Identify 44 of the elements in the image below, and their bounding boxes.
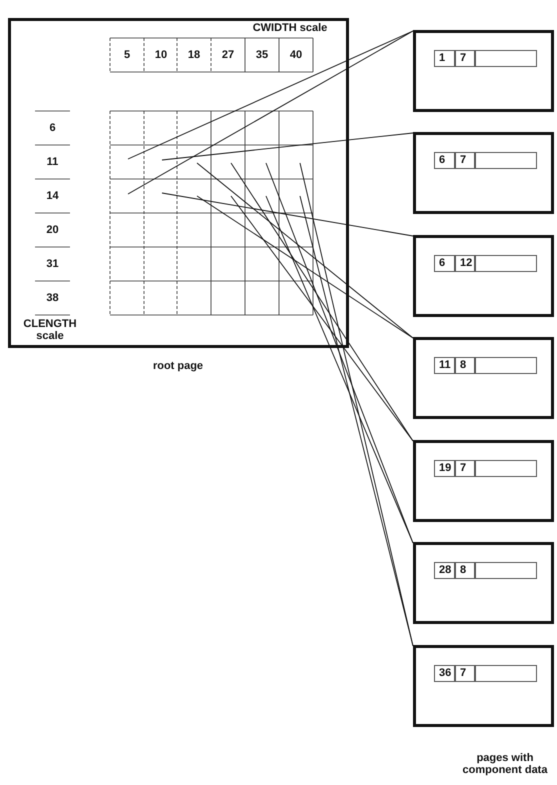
- connector-line: [162, 192, 414, 236]
- scale-value: 5: [122, 49, 132, 61]
- scale-label: CWIDTH scale: [252, 22, 328, 34]
- record-field: 6: [434, 152, 455, 169]
- connector-line: [162, 132, 414, 160]
- page-box: [413, 30, 554, 112]
- scale-label: CLENGTH scale: [22, 318, 78, 342]
- connector-line: [128, 30, 414, 194]
- page-box: [413, 337, 554, 419]
- page-caption: root page: [152, 360, 204, 372]
- page-box: [413, 132, 554, 214]
- caption: pages with component data: [462, 752, 548, 776]
- root-page-box: [8, 18, 349, 348]
- scale-value: 31: [45, 258, 60, 270]
- record-field: 7: [455, 50, 475, 67]
- scale-value: 10: [154, 49, 168, 61]
- record-field: 1: [434, 50, 455, 67]
- record-field: 7: [455, 460, 475, 477]
- record-field: 8: [455, 357, 475, 374]
- scale-value: 27: [220, 49, 236, 61]
- scale-value: 40: [288, 49, 304, 61]
- scale-value: 6: [48, 122, 57, 134]
- scale-value: 35: [254, 49, 270, 61]
- connector-line: [196, 196, 414, 338]
- scale-value: 38: [45, 292, 60, 304]
- record-field: 8: [455, 562, 475, 579]
- connector-line: [128, 30, 414, 160]
- record-field: 12: [455, 255, 475, 272]
- scale-value: 18: [186, 49, 202, 61]
- connector-line: [196, 162, 414, 338]
- scale-value: 20: [45, 224, 60, 236]
- scale-value: 14: [45, 190, 60, 202]
- record-field: 7: [455, 152, 475, 169]
- record-field: 28: [434, 562, 455, 579]
- record-field: 6: [434, 255, 455, 272]
- page-box: [413, 235, 554, 317]
- page-box: [413, 542, 554, 624]
- record-field: 19: [434, 460, 455, 477]
- record-field: 36: [434, 665, 455, 682]
- record-field: 11: [434, 357, 455, 374]
- scale-value: 11: [46, 156, 60, 168]
- page-box: [413, 645, 554, 727]
- page-box: [413, 440, 554, 522]
- record-field: 7: [455, 665, 475, 682]
